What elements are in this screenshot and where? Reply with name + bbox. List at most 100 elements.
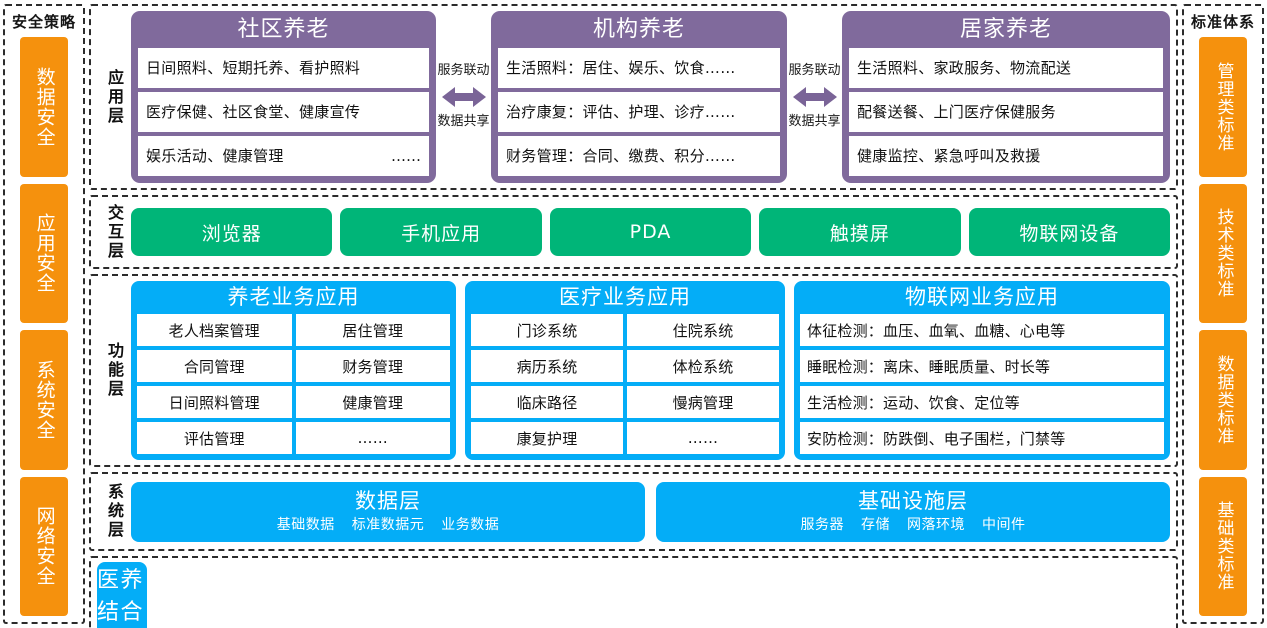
func-cell[interactable]: 老人档案管理 bbox=[137, 314, 292, 347]
app-card-rows: 日间照料、短期托养、看护照料 医疗保健、社区食堂、健康宣传 娱乐活动、健康管理…… bbox=[138, 47, 429, 177]
platform-banner[interactable]: 医养结合养老服务平台微服务架构 bbox=[97, 562, 147, 628]
application-layer-body: 社区养老 日间照料、短期托养、看护照料 医疗保健、社区食堂、健康宣传 娱乐活动、… bbox=[131, 11, 1170, 183]
system-sub-item: 标准数据元 bbox=[351, 517, 425, 534]
app-row: 生活照料：居住、娱乐、饮食…… bbox=[498, 47, 780, 88]
app-row-text: 配餐送餐、上门医疗保健服务 bbox=[857, 103, 1056, 122]
func-cell[interactable]: 病历系统 bbox=[471, 350, 623, 383]
interaction-layer-band: 交互层 浏览器 手机应用 PDA 触摸屏 物联网设备 bbox=[89, 195, 1178, 269]
app-card-rows: 生活照料：居住、娱乐、饮食…… 治疗康复：评估、护理、诊疗…… 财务管理：合同、… bbox=[498, 47, 780, 177]
system-layer-label: 系统层 bbox=[105, 483, 124, 540]
func-card-title: 医疗业务应用 bbox=[559, 285, 691, 309]
app-row-text: 生活照料：居住、娱乐、饮食…… bbox=[506, 59, 736, 78]
connector-top-label: 服务联动 bbox=[788, 63, 841, 79]
app-row-text: 财务管理：合同、缴费、积分…… bbox=[506, 147, 736, 166]
app-row-text: 日间照料、短期托养、看护照料 bbox=[146, 59, 361, 78]
func-cell[interactable]: 临床路径 bbox=[471, 386, 623, 419]
func-card-iot[interactable]: 物联网业务应用 体征检测：血压、血氧、血糖、心电等 睡眠检测：离床、睡眠质量、时… bbox=[794, 281, 1170, 460]
functional-layer-body: 养老业务应用 老人档案管理 居住管理 合同管理 财务管理 日间照料管理 健康管理… bbox=[131, 281, 1170, 460]
standard-item-technical[interactable]: 技术类标准 bbox=[1199, 183, 1247, 323]
func-cell[interactable]: 评估管理 bbox=[137, 422, 292, 454]
func-cell[interactable]: 日间照料管理 bbox=[137, 386, 292, 419]
functional-layer-label: 功能层 bbox=[105, 342, 124, 399]
app-row: 治疗康复：评估、护理、诊疗…… bbox=[498, 91, 780, 132]
system-card-infrastructure-layer[interactable]: 基础设施层 服务器 存储 网落环境 中间件 bbox=[656, 481, 1170, 542]
app-row: 健康监控、紧急呼叫及救援 bbox=[849, 135, 1163, 177]
standard-item-data[interactable]: 数据类标准 bbox=[1199, 330, 1247, 470]
func-cell[interactable]: 体检系统 bbox=[627, 350, 779, 383]
functional-layer-band: 功能层 养老业务应用 老人档案管理 居住管理 合同管理 财务管理 日间照料管理 … bbox=[89, 274, 1178, 467]
double-arrow-horizontal-icon bbox=[792, 87, 837, 107]
standards-system-rail: 标准体系 管理类标准 技术类标准 数据类标准 基础类标准 bbox=[1182, 4, 1264, 624]
layer-stack: 应用层 社区养老 日间照料、短期托养、看护照料 医疗保健、社区食堂、健康宣传 娱… bbox=[89, 4, 1178, 628]
app-row: 财务管理：合同、缴费、积分…… bbox=[498, 135, 780, 177]
interaction-layer-label: 交互层 bbox=[105, 203, 124, 261]
standards-system-items: 管理类标准 技术类标准 数据类标准 基础类标准 bbox=[1184, 37, 1262, 616]
interaction-layer-body: 浏览器 手机应用 PDA 触摸屏 物联网设备 bbox=[131, 202, 1171, 262]
security-item-data[interactable]: 数据安全 bbox=[20, 37, 68, 177]
system-layer-body: 数据层 基础数据 标准数据元 业务数据 基础设施层 服务器 存储 网落环境 中间… bbox=[131, 479, 1170, 544]
func-cell[interactable]: 生活检测：运动、饮食、定位等 bbox=[800, 386, 1164, 419]
app-row-text: 娱乐活动、健康管理 bbox=[146, 147, 284, 166]
func-cell[interactable]: …… bbox=[295, 422, 450, 454]
system-sub-item: 基础数据 bbox=[276, 517, 335, 534]
standard-item-basic[interactable]: 基础类标准 bbox=[1199, 476, 1247, 616]
interaction-item-browser[interactable]: 浏览器 bbox=[131, 208, 333, 256]
system-sub-item: 网落环境 bbox=[907, 517, 965, 534]
func-card-elderly-care[interactable]: 养老业务应用 老人档案管理 居住管理 合同管理 财务管理 日间照料管理 健康管理… bbox=[131, 281, 456, 460]
system-sub-item: 业务数据 bbox=[441, 517, 500, 534]
func-cell[interactable]: 住院系统 bbox=[627, 314, 779, 347]
func-cell[interactable]: 安防检测：防跌倒、电子围栏，门禁等 bbox=[800, 422, 1164, 454]
connector-institution-home: 服务联动 数据共享 bbox=[787, 11, 842, 183]
connector-bottom-label: 数据共享 bbox=[788, 114, 841, 129]
app-row: 医疗保健、社区食堂、健康宣传 bbox=[138, 91, 429, 132]
app-row: 日间照料、短期托养、看护照料 bbox=[138, 47, 429, 88]
app-card-institution[interactable]: 机构养老 生活照料：居住、娱乐、饮食…… 治疗康复：评估、护理、诊疗…… 财务管… bbox=[491, 11, 787, 183]
security-item-system[interactable]: 系统安全 bbox=[20, 330, 68, 470]
app-card-home[interactable]: 居家养老 生活照料、家政服务、物流配送 配餐送餐、上门医疗保健服务 健康监控、紧… bbox=[842, 11, 1170, 183]
security-policy-items: 数据安全 应用安全 系统安全 网络安全 bbox=[5, 37, 83, 616]
connector-bottom-label: 数据共享 bbox=[437, 114, 490, 129]
interaction-item-pda[interactable]: PDA bbox=[549, 208, 752, 256]
func-cell[interactable]: 睡眠检测：离床、睡眠质量、时长等 bbox=[800, 350, 1164, 383]
func-card-title: 物联网业务应用 bbox=[905, 285, 1059, 309]
system-card-sub: 基础数据 标准数据元 业务数据 bbox=[277, 514, 500, 534]
application-layer-band: 应用层 社区养老 日间照料、短期托养、看护照料 医疗保健、社区食堂、健康宣传 娱… bbox=[89, 4, 1178, 190]
interaction-item-iot-device[interactable]: 物联网设备 bbox=[968, 208, 1171, 256]
func-cell[interactable]: 慢病管理 bbox=[627, 386, 779, 419]
func-card-title: 养老业务应用 bbox=[227, 285, 360, 309]
app-row-text: 生活照料、家政服务、物流配送 bbox=[857, 59, 1072, 78]
app-row: 娱乐活动、健康管理…… bbox=[138, 135, 429, 177]
app-card-title: 社区养老 bbox=[237, 17, 330, 42]
func-card-medical[interactable]: 医疗业务应用 门诊系统 住院系统 病历系统 体检系统 临床路径 慢病管理 康复护… bbox=[465, 281, 785, 460]
app-row: 生活照料、家政服务、物流配送 bbox=[849, 47, 1163, 88]
connector-community-institution: 服务联动 数据共享 bbox=[436, 11, 491, 183]
func-cell[interactable]: 财务管理 bbox=[295, 350, 450, 383]
interaction-item-touchscreen[interactable]: 触摸屏 bbox=[759, 208, 961, 256]
system-card-title: 数据层 bbox=[355, 488, 421, 513]
app-row-text: 医疗保健、社区食堂、健康宣传 bbox=[146, 103, 361, 122]
security-item-application[interactable]: 应用安全 bbox=[20, 183, 68, 323]
double-arrow-horizontal-icon bbox=[441, 87, 486, 107]
func-cell[interactable]: …… bbox=[627, 422, 779, 454]
app-card-title: 居家养老 bbox=[959, 17, 1052, 42]
func-cell[interactable]: 居住管理 bbox=[295, 314, 450, 347]
system-card-title: 基础设施层 bbox=[858, 488, 968, 513]
security-item-network[interactable]: 网络安全 bbox=[20, 476, 68, 616]
app-card-rows: 生活照料、家政服务、物流配送 配餐送餐、上门医疗保健服务 健康监控、紧急呼叫及救… bbox=[849, 47, 1163, 177]
system-card-sub: 服务器 存储 网落环境 中间件 bbox=[801, 514, 1026, 534]
app-row: 配餐送餐、上门医疗保健服务 bbox=[849, 91, 1163, 132]
func-cell[interactable]: 康复护理 bbox=[471, 422, 623, 454]
app-card-community[interactable]: 社区养老 日间照料、短期托养、看护照料 医疗保健、社区食堂、健康宣传 娱乐活动、… bbox=[131, 11, 436, 183]
standard-item-management[interactable]: 管理类标准 bbox=[1199, 37, 1247, 177]
func-cell[interactable]: 体征检测：血压、血氧、血糖、心电等 bbox=[800, 314, 1164, 347]
system-sub-item: 中间件 bbox=[982, 517, 1026, 534]
system-card-data-layer[interactable]: 数据层 基础数据 标准数据元 业务数据 bbox=[131, 481, 645, 542]
app-row-text: 治疗康复：评估、护理、诊疗…… bbox=[506, 103, 736, 122]
func-cell[interactable]: 合同管理 bbox=[137, 350, 292, 383]
func-card-grid: 老人档案管理 居住管理 合同管理 财务管理 日间照料管理 健康管理 评估管理 …… bbox=[137, 314, 450, 454]
interaction-item-mobile-app[interactable]: 手机应用 bbox=[340, 208, 542, 256]
connector-top-label: 服务联动 bbox=[437, 63, 490, 79]
func-cell[interactable]: 健康管理 bbox=[295, 386, 450, 419]
func-cell[interactable]: 门诊系统 bbox=[471, 314, 623, 347]
